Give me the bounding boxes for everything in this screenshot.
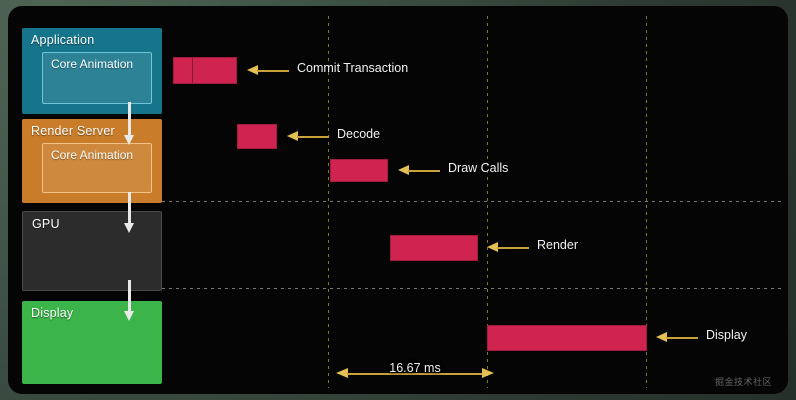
callout-render: Render: [487, 238, 578, 255]
diagram-surface: Application Core Animation Render Server…: [8, 6, 788, 394]
stage-label-application: Application: [31, 33, 95, 47]
callout-label-commit-transaction: Commit Transaction: [297, 61, 409, 75]
arrow-head-icon: [247, 65, 258, 75]
flow-arrow-gpu-to-display: [124, 280, 134, 321]
gridline-vertical-3: [646, 16, 647, 388]
callout-line: [497, 247, 529, 249]
callout-label-decode: Decode: [337, 127, 381, 141]
stage-sublabel-render-server: Core Animation: [51, 148, 134, 162]
arrow-head-icon: [398, 165, 409, 175]
arrow-head-icon: [656, 332, 667, 342]
stage-sublabel-application: Core Animation: [51, 57, 134, 71]
stage-panel-application: Application Core Animation: [22, 28, 162, 114]
flow-arrow-application-to-render-server: [124, 102, 134, 145]
bar-display: [487, 325, 647, 351]
bar-commit-transaction: [173, 57, 237, 84]
stage-label-render-server: Render Server: [31, 124, 115, 138]
callout-commit-transaction: Commit Transaction: [247, 61, 408, 78]
stage-panel-render-server: Render Server Core Animation: [22, 119, 162, 203]
watermark: 掘金技术社区: [714, 377, 772, 387]
frame-duration-measure: 16.67 ms: [336, 361, 494, 382]
flow-arrow-render-server-to-gpu: [124, 192, 134, 233]
stage-label-gpu: GPU: [32, 217, 60, 231]
arrow-head-left-icon: [336, 368, 348, 378]
gridline-vertical-2: [487, 16, 488, 388]
arrow-head-icon: [287, 131, 298, 141]
stage-subbox-application: Core Animation: [42, 52, 152, 104]
stage-subbox-render-server: Core Animation: [42, 143, 152, 193]
stage-panel-gpu: GPU: [22, 211, 162, 291]
callout-line: [666, 337, 698, 339]
callout-display-bar: Display: [656, 328, 747, 345]
stage-panel-display: Display: [22, 301, 162, 384]
measure-label: 16.67 ms: [389, 361, 441, 375]
gridline-horizontal-2: [22, 288, 782, 289]
bar-decode: [237, 124, 277, 149]
gridline-vertical-1: [328, 16, 329, 388]
bar-render: [390, 235, 478, 261]
gridline-horizontal-1: [22, 201, 782, 202]
callout-label-render: Render: [537, 238, 578, 252]
callout-label-display: Display: [706, 328, 747, 342]
callout-label-draw-calls: Draw Calls: [448, 161, 509, 175]
callout-line: [297, 136, 329, 138]
arrow-head-right-icon: [482, 368, 494, 378]
measure-line: [347, 373, 483, 375]
stage-label-display: Display: [31, 306, 74, 320]
callout-line: [257, 70, 289, 72]
callout-decode: Decode: [287, 127, 380, 144]
callout-line: [408, 170, 440, 172]
arrow-head-icon: [487, 242, 498, 252]
callout-draw-calls: Draw Calls: [398, 161, 508, 178]
bar-draw-calls: [330, 159, 388, 182]
